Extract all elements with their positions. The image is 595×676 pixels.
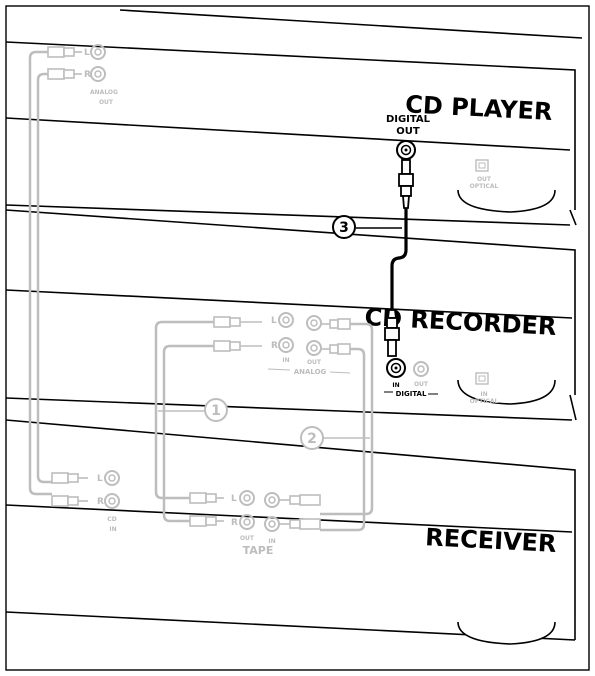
recorder-left-label: L — [271, 316, 277, 326]
receiver-cd-in-label: IN — [109, 526, 116, 533]
analog-plugs-receiver-cd — [51, 472, 88, 507]
coax-plug-top — [398, 159, 414, 209]
cd-player-analog-jacks: L R ANALOG OUT — [84, 44, 118, 106]
tape-in-label: IN — [268, 538, 275, 545]
recorder-analog-in-label: IN — [282, 357, 289, 364]
recorder-right-label: R — [271, 341, 278, 351]
tape-in-right-jack — [264, 516, 280, 532]
recorder-optical-label: OPTICAL — [470, 398, 499, 405]
optical-out-port-icon — [475, 159, 489, 172]
analog-plugs-cable-1 — [189, 316, 262, 527]
recorder-analog-out-right-jack — [306, 340, 322, 356]
analog-plugs-cable-2 — [280, 318, 351, 530]
cd-player-optical-out: OUT OPTICAL — [470, 159, 499, 190]
callout-2-label: 2 — [307, 431, 317, 447]
callout-3: 3 — [332, 215, 402, 239]
tape-out-label: OUT — [240, 535, 255, 542]
optical-label: OPTICAL — [470, 183, 499, 190]
cd-recorder-analog-jacks: L R IN OUT ANALOG — [267, 312, 351, 376]
recorder-digital-out-label: OUT — [414, 381, 429, 388]
callout-1: 1 — [158, 398, 228, 422]
cd-recorder-digital-jacks: IN OUT DIGITAL — [384, 358, 438, 398]
diagram-frame — [5, 5, 590, 671]
analog-plugs-cd-player — [47, 46, 82, 80]
coax-plug-bottom — [384, 309, 400, 357]
digital-in-jack — [386, 358, 406, 378]
analog-out-left-jack — [90, 44, 106, 60]
analog-out-label: OUT — [99, 99, 114, 106]
analog-cable-cd-to-receiver — [28, 50, 52, 496]
digital-out-jack-recorder — [413, 361, 429, 377]
recorder-analog-out-label: OUT — [307, 359, 322, 366]
recorder-digital-label: DIGITAL — [396, 390, 427, 398]
recorder-analog-label: ANALOG — [294, 368, 327, 376]
analog-label: ANALOG — [90, 89, 118, 96]
recorder-analog-out-left-jack — [306, 315, 322, 331]
cd-recorder-optical-in: IN OPTICAL — [470, 372, 499, 405]
analog-cable-1 — [154, 320, 214, 523]
digital-out-label: OUT — [396, 126, 420, 137]
tape-label: TAPE — [243, 544, 274, 557]
callout-2: 2 — [300, 426, 370, 450]
receiver-cd-label: CD — [107, 516, 116, 523]
recorder-analog-in-right-jack — [278, 337, 294, 353]
callout-3-label: 3 — [339, 220, 349, 236]
tape-out-right-jack — [239, 514, 255, 530]
device-feet — [457, 189, 556, 645]
optical-in-port-icon — [475, 372, 489, 385]
analog-cable-2 — [320, 322, 374, 532]
receiver-title: RECEIVER — [425, 523, 558, 558]
tape-out-left-jack — [239, 490, 255, 506]
receiver-cd-right-label: R — [97, 497, 104, 507]
receiver-tape-jacks: L R OUT IN TAPE — [231, 490, 280, 557]
analog-right-label: R — [84, 70, 91, 80]
callout-1-label: 1 — [211, 403, 221, 419]
digital-label: DIGITAL — [386, 114, 431, 125]
receiver-cd-jacks: L R CD IN — [97, 470, 120, 533]
analog-out-right-jack — [90, 66, 106, 82]
receiver-cd-right-jack — [104, 493, 120, 509]
digital-out-jack — [396, 140, 416, 160]
analog-left-label: L — [84, 48, 90, 58]
recorder-digital-in-label: IN — [392, 382, 399, 389]
tape-right-label: R — [231, 518, 238, 528]
receiver-cd-left-jack — [104, 470, 120, 486]
digital-coax-cable-3 — [384, 159, 414, 357]
tape-in-left-jack — [264, 492, 280, 508]
receiver-cd-left-label: L — [97, 474, 103, 484]
optical-out-label: OUT — [477, 176, 492, 183]
tape-left-label: L — [231, 494, 237, 504]
cd-player-digital-out: DIGITAL OUT — [386, 114, 431, 160]
recorder-analog-in-left-jack — [278, 312, 294, 328]
optical-in-label: IN — [480, 391, 487, 398]
